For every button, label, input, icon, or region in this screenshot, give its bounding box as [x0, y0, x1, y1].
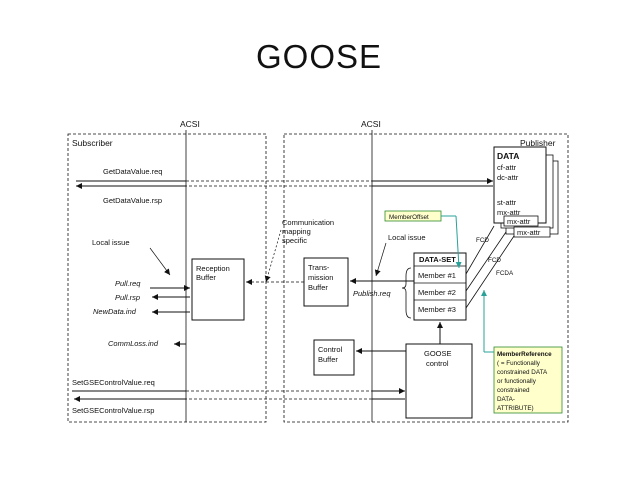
- mx-attr-label-1: mx-attr: [507, 217, 531, 226]
- local-issue-right: Local issue: [388, 233, 426, 242]
- member-reference-note: [493, 346, 563, 414]
- slide-title: GOOSE: [255, 38, 383, 75]
- get-req-label: GetDataValue.req: [103, 167, 162, 176]
- fcda-line: [465, 235, 515, 309]
- set-req-label: SetGSEControlValue.req: [72, 378, 155, 387]
- control-buffer-line-1: Control: [318, 345, 343, 354]
- fcd-label-2: FCD: [488, 257, 501, 264]
- dataset-member-3: Member #3: [418, 305, 456, 314]
- data-attr-mx: mx-attr: [497, 208, 521, 217]
- subscriber-label: Subscriber: [72, 138, 113, 148]
- data-attr-st: st-attr: [497, 198, 517, 207]
- member-reference-line-2: ( = Functionally: [497, 360, 541, 367]
- pull-req-label: Pull.req: [115, 279, 141, 288]
- control-buffer-box: [313, 339, 355, 376]
- member-reference-line-5: constrained: [497, 387, 530, 394]
- control-buffer-line-2: Buffer: [318, 355, 338, 364]
- local-issue-right-pointer: [374, 242, 387, 277]
- dataset-member-1: Member #1: [418, 271, 456, 280]
- member-reference-line-3: constrained DATA: [497, 369, 548, 376]
- data-attr-dc: dc-attr: [497, 173, 519, 182]
- goose-control-line-1: GOOSE: [424, 349, 452, 358]
- member-offset-pointer: [455, 215, 462, 269]
- comm-mapping-line-3: specific: [282, 236, 307, 245]
- member-reference-line-6: DATA-: [497, 396, 515, 403]
- dataset-title: DATA-SET: [419, 255, 456, 264]
- mx-attr-label-2: mx-attr: [517, 228, 541, 237]
- set-rsp-label: SetGSEControlValue.rsp: [72, 406, 154, 415]
- local-issue-left: Local issue: [92, 238, 130, 247]
- mx-attr-box-2: [513, 226, 551, 238]
- fcd-line-2: [465, 231, 507, 292]
- reception-buffer-line-1: Reception: [196, 264, 230, 273]
- publisher-label: Publisher: [520, 138, 556, 148]
- transmission-buffer-box: [303, 257, 349, 307]
- dataset-member-2: Member #2: [418, 288, 456, 297]
- comm-mapping-pointer: [264, 229, 282, 283]
- mx-attr-box-1: [503, 215, 539, 227]
- comm-mapping-line-1: Communication: [282, 218, 334, 227]
- commloss-ind-label: CommLoss.ind: [108, 339, 159, 348]
- dataset-brace: [401, 267, 412, 319]
- pull-rsp-label: Pull.rsp: [115, 293, 140, 302]
- transmission-buffer-line-2: mission: [308, 273, 333, 282]
- goose-control-line-2: control: [426, 359, 449, 368]
- member-reference-line-1: MemberReference: [497, 351, 552, 358]
- publish-req-label: Publish.req: [353, 289, 391, 298]
- data-title: DATA: [497, 151, 519, 161]
- transmission-buffer-line-3: Buffer: [308, 283, 328, 292]
- comm-mapping-line-2: mapping: [282, 227, 311, 236]
- member-offset-label: MemberOffset: [389, 214, 429, 221]
- acsi-label-right: ACSI: [361, 119, 381, 129]
- local-issue-left-pointer: [149, 247, 171, 276]
- newdata-ind-label: NewData.ind: [93, 307, 137, 316]
- member-reference-line-7: ATTRIBUTE): [497, 405, 534, 412]
- publisher-box: [283, 133, 569, 423]
- fcd-label-1: FCD: [476, 237, 489, 244]
- acsi-label-left: ACSI: [180, 119, 200, 129]
- get-rsp-label: GetDataValue.rsp: [103, 196, 162, 205]
- data-attr-cf: cf-attr: [497, 163, 517, 172]
- goose-control-box: [405, 343, 473, 419]
- transmission-buffer-line-1: Trans-: [308, 263, 330, 272]
- reception-buffer-line-2: Buffer: [196, 273, 216, 282]
- reception-buffer-box: [191, 258, 245, 321]
- fcda-label: FCDA: [496, 270, 514, 277]
- member-reference-line-4: or functionally: [497, 378, 537, 385]
- fcd-line-1: [465, 225, 495, 275]
